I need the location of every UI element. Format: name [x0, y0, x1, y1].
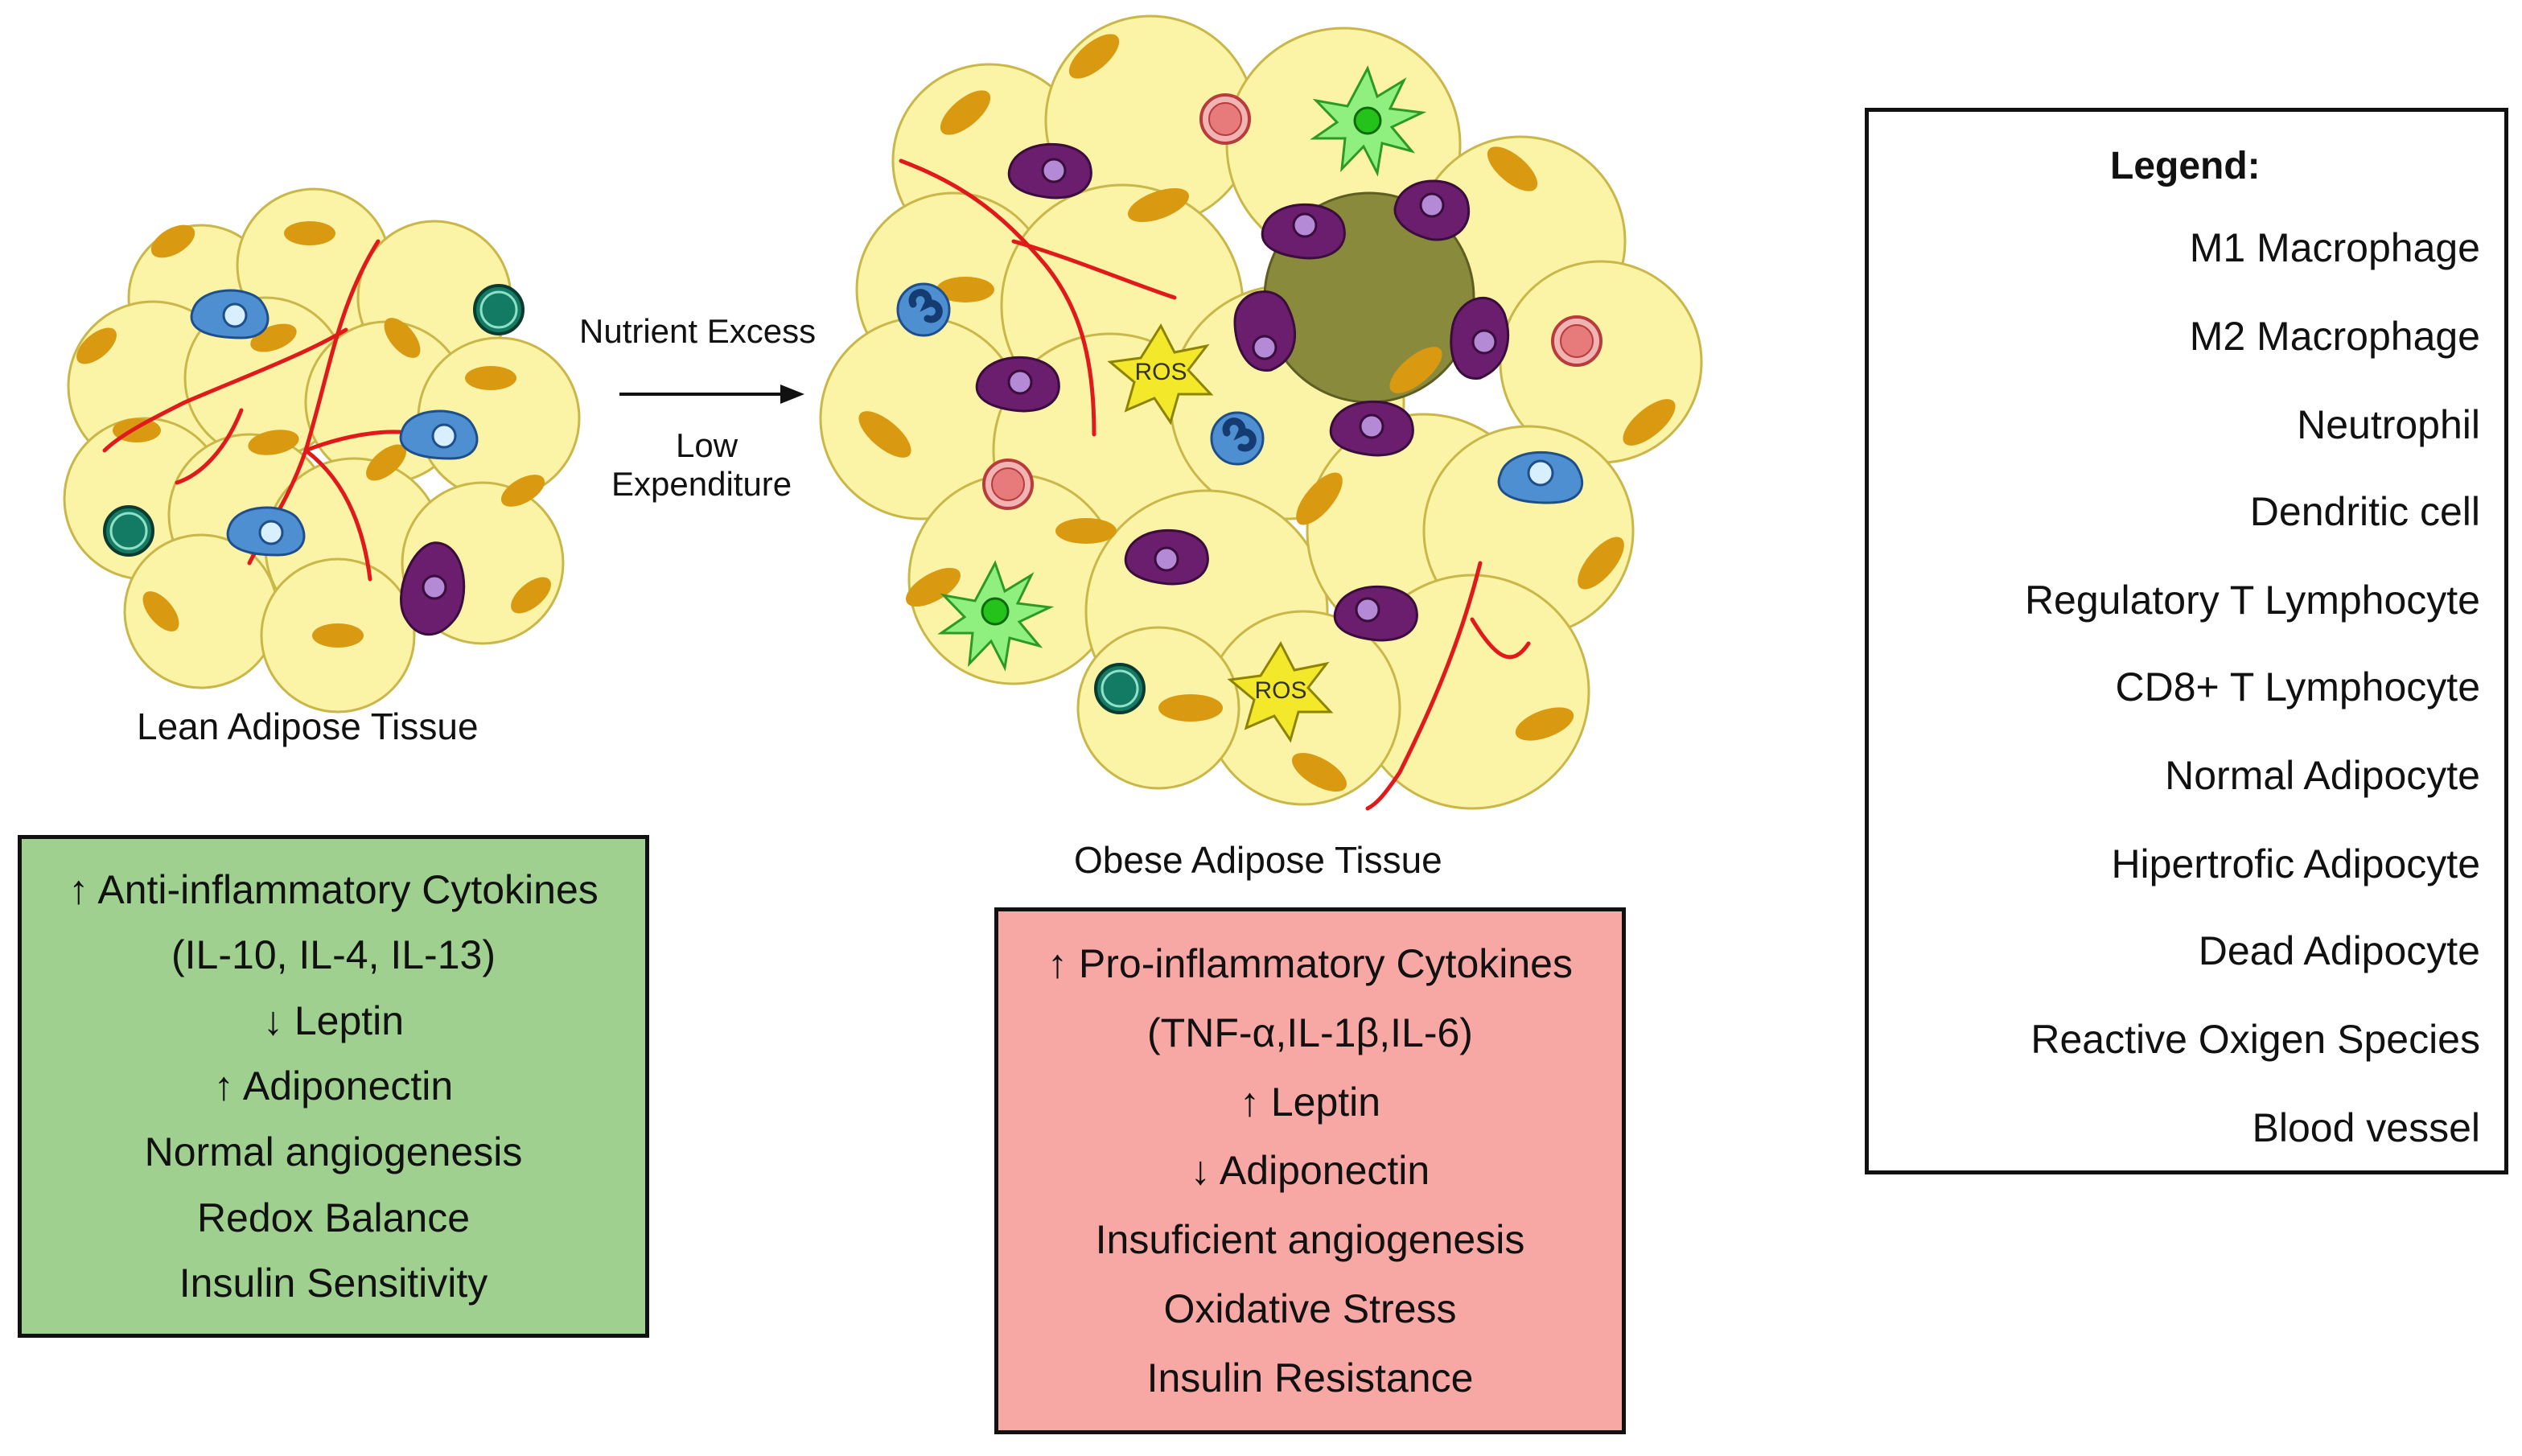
obese-treg-cell [1094, 663, 1146, 714]
ros-label-1: ROS [1134, 359, 1187, 385]
obese-line-1: ↑ Pro-inflammatory Cytokines [1047, 940, 1573, 986]
transition-arrow [619, 385, 804, 404]
lean-m2-macrophages [190, 289, 479, 557]
legend-label-neutrophil: Neutrophil [2297, 402, 2480, 447]
lean-treg-cells [103, 284, 525, 557]
lean-line-5: Normal angiogenesis [144, 1129, 523, 1175]
obese-line-2: (TNF-α,IL-1β,IL-6) [1147, 1010, 1473, 1055]
obese-line-6: Oxidative Stress [1163, 1286, 1457, 1332]
lean-line-3: ↓ Leptin [262, 997, 405, 1043]
legend-title: Legend: [2110, 145, 2261, 187]
legend-label-cd8: CD8+ T Lymphocyte [2115, 664, 2480, 709]
legend-label-hypertrophic-adipocyte: Hipertrofic Adipocyte [2111, 841, 2480, 886]
legend-label-treg: Regulatory T Lymphocyte [2024, 578, 2480, 623]
obese-line-3: ↑ Leptin [1239, 1079, 1381, 1125]
legend-box: Legend: M1 Macrophage M2 Macrophage Neut… [1865, 108, 2508, 1174]
legend-label-normal-adipocyte: Normal Adipocyte [2165, 753, 2480, 798]
lean-line-4: ↑ Adiponectin [213, 1063, 454, 1109]
lean-line-6: Redox Balance [196, 1195, 471, 1240]
lean-line-7: Insulin Sensitivity [179, 1261, 488, 1306]
obese-line-5: Insuficient angiogenesis [1095, 1217, 1525, 1263]
obese-cd8-cells [982, 93, 1602, 510]
obese-neutrophils [896, 282, 1265, 466]
arrow-top-label: Nutrient Excess [579, 312, 817, 350]
lean-tissue-label: Lean Adipose Tissue [137, 705, 479, 747]
ros-label-2: ROS [1254, 677, 1306, 704]
lean-line-2: (IL-10, IL-4, IL-13) [171, 932, 496, 978]
obese-m2-macrophage [1497, 450, 1584, 504]
obese-line-4: ↓ Adiponectin [1190, 1148, 1430, 1194]
legend-label-m2: M2 Macrophage [2189, 314, 2480, 359]
obese-adipose-tissue: ROS ROS [819, 14, 1703, 811]
obese-effects-box: ↑ Pro-inflammatory Cytokines (TNF-α,IL-1… [994, 907, 1626, 1434]
legend-label-blood-vessel: Blood vessel [2252, 1105, 2481, 1150]
obese-tissue-label: Obese Adipose Tissue [1074, 839, 1442, 881]
legend-label-dead-adipocyte: Dead Adipocyte [2198, 928, 2480, 973]
obese-ros-stars [1107, 323, 1334, 743]
legend-label-m1: M1 Macrophage [2189, 225, 2480, 270]
arrow-bottom-label-1: Low [676, 426, 738, 464]
obese-line-7: Insulin Resistance [1146, 1355, 1474, 1400]
lean-effects-box: ↑ Anti-inflammatory Cytokines (IL-10, IL… [18, 835, 649, 1338]
lean-adipose-tissue [63, 187, 581, 714]
lean-line-1: ↑ Anti-inflammatory Cytokines [68, 866, 599, 912]
legend-label-ros: Reactive Oxigen Species [2030, 1017, 2480, 1062]
arrow-bottom-label-2: Expenditure [611, 465, 792, 503]
legend-label-dendritic: Dendritic cell [2249, 489, 2480, 534]
lean-m1-macrophage [400, 541, 466, 636]
